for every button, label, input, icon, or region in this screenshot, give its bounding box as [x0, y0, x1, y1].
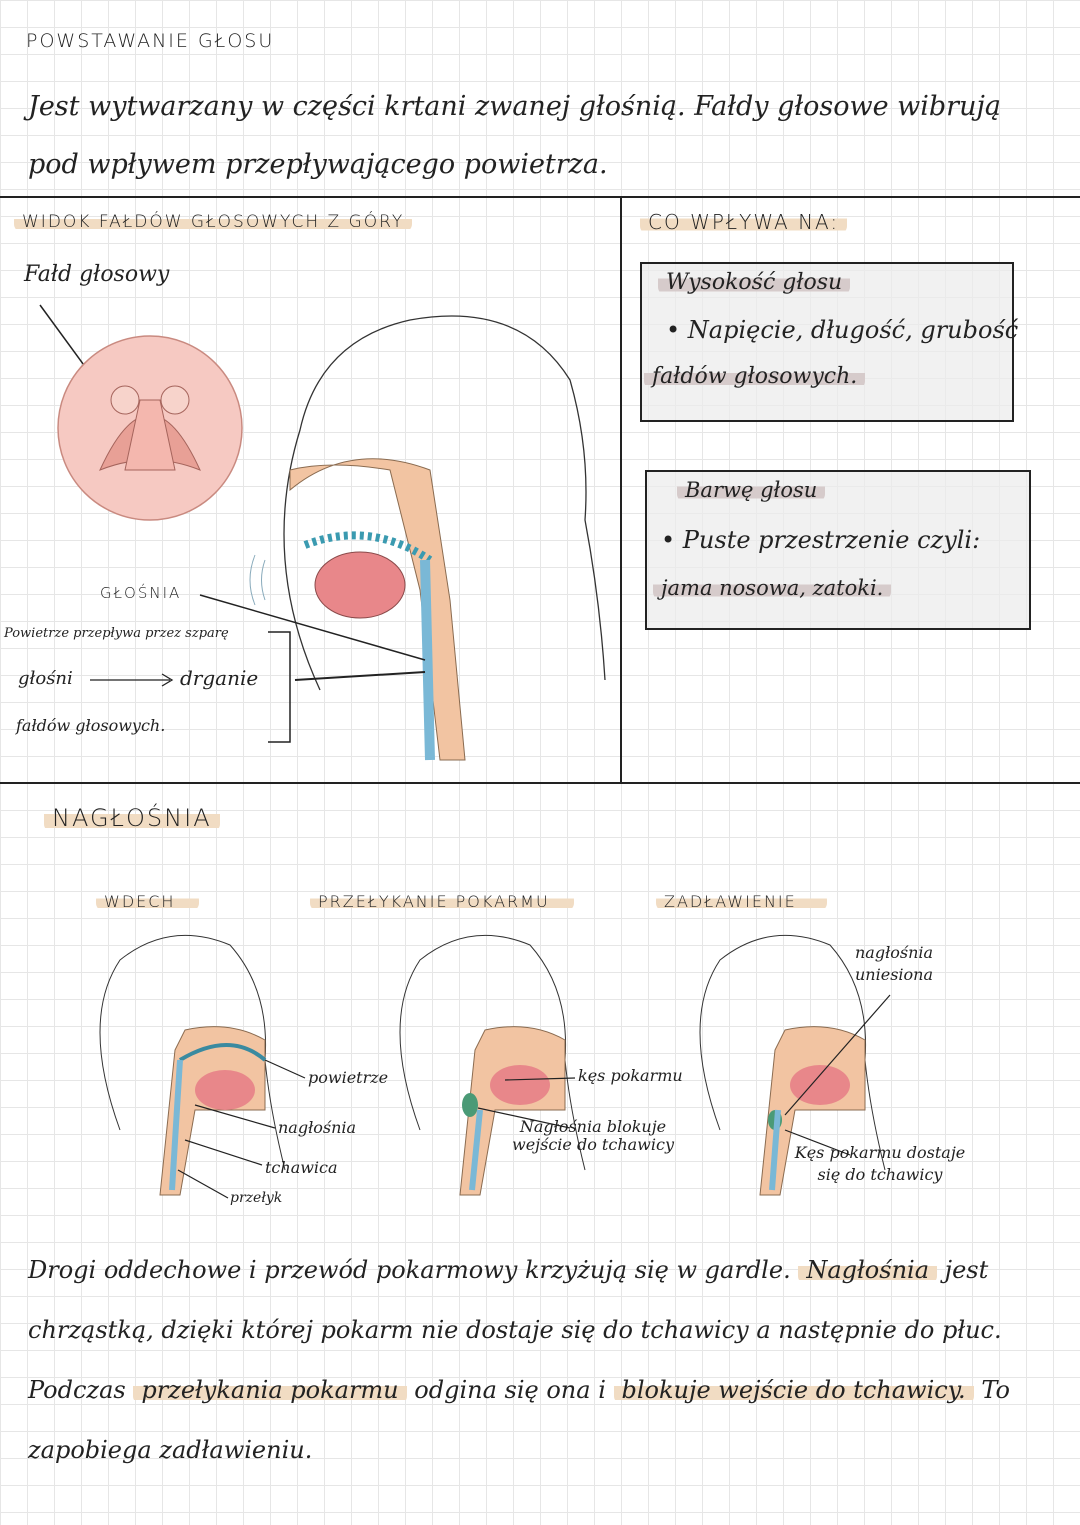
epiglottis-paragraph: Drogi oddechowe i przewód pokarmowy krzy… [28, 1240, 1058, 1480]
panel-title-choking: ZADŁAWIENIE [656, 892, 827, 911]
vocal-folds-diagram [39, 304, 606, 761]
airway [420, 559, 435, 761]
divider [0, 196, 1080, 198]
paragraph-text: Drogi oddechowe i przewód pokarmowy krzy… [28, 1256, 791, 1284]
label-food-in-trachea: Kęs pokarmu dostaje się do tchawicy [794, 1143, 966, 1184]
label-trachea: tchawica [265, 1158, 338, 1177]
head-inhale [99, 934, 286, 1196]
panel-title-inhale: WDECH [96, 892, 200, 911]
sound-waves-icon [249, 554, 266, 606]
tongue [314, 551, 406, 619]
pitch-box: Wysokość głosu • Napięcie, długość, grub… [640, 262, 1018, 422]
divider [0, 782, 1080, 784]
nasal-throat-tissue [289, 458, 466, 761]
section-heading-influence: CO WPŁYWA NA: [640, 210, 848, 234]
intro-text: Jest wytwarzany w części krtani zwanej g… [28, 91, 1001, 180]
pitch-title: Wysokość głosu [658, 270, 851, 295]
page-title: POWSTAWANIE GŁOSU [26, 30, 275, 52]
timbre-box: Barwę głosu • Puste przestrzenie czyli: … [645, 470, 1031, 630]
palate [303, 531, 433, 564]
paragraph-highlight: blokuje wejście do tchawicy. [613, 1376, 974, 1404]
paragraph-text: To zapobiega zadławieniu. [28, 1376, 1010, 1464]
panel-title-swallow: PRZEŁYKANIE POKARMU [310, 892, 574, 911]
airflow-text: Powietrze przepływa przez szparę [4, 626, 229, 641]
label-epiglottis-raised: nagłośnia uniesiona [855, 943, 934, 984]
label-esophagus: przełyk [230, 1190, 283, 1206]
fold-label: Fałd głosowy [24, 262, 170, 287]
paragraph-text: jest chrząstką, dzięki której pokarm nie… [28, 1256, 1002, 1404]
section-heading-epiglottis: NAGŁOŚNIA [44, 804, 220, 832]
pitch-bullet: • Napięcie, długość, grubość [666, 316, 1019, 344]
airflow-text-end: fałdów głosowych. [16, 716, 166, 735]
glottis-label: GŁOŚNIA [100, 584, 182, 602]
airflow-to: drganie [180, 666, 259, 690]
pitch-rest: fałdów głosowych. [644, 364, 866, 389]
paragraph-highlight: przełykania pokarmu [133, 1376, 407, 1404]
epiglottis-diagrams [99, 934, 891, 1199]
label-pointers [177, 994, 891, 1199]
paragraph-text: odgina się ona i [414, 1376, 606, 1404]
section-heading-view: WIDOK FAŁDÓW GŁOSOWYCH Z GÓRY [14, 212, 413, 232]
label-epiglottis-blocks: Nagłośnia blokuje wejście do tchawicy [512, 1117, 674, 1154]
head-choking [699, 934, 886, 1196]
label-epiglottis: nagłośnia [278, 1118, 357, 1137]
label-food-bolus: kęs pokarmu [578, 1066, 683, 1085]
label-air: powietrze [308, 1068, 389, 1087]
timbre-bullet: • Puste przestrzenie czyli: [661, 526, 981, 554]
timbre-rest: jama nosowa, zatoki. [653, 576, 892, 600]
airflow-from: głośni [18, 668, 73, 689]
head-swallow [399, 934, 586, 1196]
paragraph-highlight: Nagłośnia [798, 1256, 938, 1284]
arrow-icon [90, 673, 174, 687]
head-outline [283, 315, 606, 691]
timbre-title: Barwę głosu [677, 478, 826, 502]
divider [620, 196, 622, 784]
